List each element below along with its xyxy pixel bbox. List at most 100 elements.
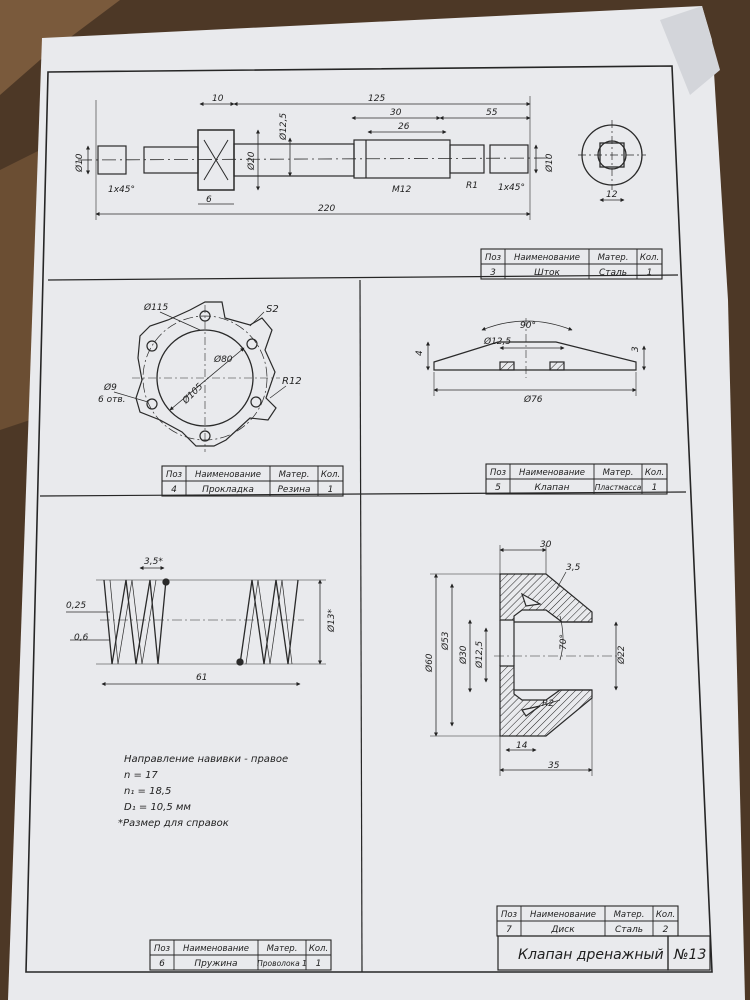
table-header-name: Наименование <box>183 944 249 954</box>
dim-gasket-s2: S2 <box>266 304 279 315</box>
stamp-number: №13 <box>673 947 706 963</box>
dim-disk-d53: Ø53 <box>440 631 451 651</box>
dim-disk-r3-5: 3,5 <box>566 563 581 573</box>
dim-valve-angle: 90° <box>520 321 536 331</box>
table-cell-name: Диск <box>550 925 575 935</box>
dim-stem-30: 30 <box>390 108 402 118</box>
dim-disk-r2: R2 <box>542 699 554 709</box>
dim-spring-025: 0,25 <box>66 601 86 611</box>
stem-end-view <box>578 120 646 202</box>
dim-stem-26: 26 <box>398 122 410 132</box>
dim-valve-d76: Ø76 <box>523 394 543 405</box>
table-header-pos: Поз <box>154 944 171 954</box>
paper-sheet <box>8 6 745 1000</box>
dim-stem-thread: M12 <box>392 185 411 195</box>
dim-disk-d22: Ø22 <box>616 645 627 665</box>
dim-valve-t3: 3 <box>631 346 641 352</box>
table-cell-pos: 3 <box>490 268 496 278</box>
dim-stem-220: 220 <box>318 204 335 214</box>
table-cell-qty: 2 <box>663 925 669 935</box>
table-header-material: Матер. <box>598 253 629 263</box>
dim-disk-angle: 70° <box>559 634 569 650</box>
dim-stem-d10-left: Ø10 <box>74 153 85 173</box>
table-header-material: Матер. <box>267 944 298 954</box>
dim-stem-chamfer-right: 1x45° <box>498 183 525 193</box>
spring-coils-right <box>239 579 299 665</box>
spring-dimensions: 3,5* 0,25 0,6 61 Ø13* <box>66 557 337 683</box>
dim-gasket-r12: R12 <box>282 376 302 387</box>
table-header-material: Матер. <box>279 470 310 480</box>
stamp-title: Клапан дренажный <box>518 947 664 963</box>
table-cell-material: Сталь <box>615 925 643 935</box>
table-cell-name: Клапан <box>535 483 570 493</box>
dim-valve-d12-5: Ø12,5 <box>483 336 511 347</box>
table-header-pos: Поз <box>166 470 183 480</box>
parts-table-4: Поз4НаименованиеПрокладкаМатер.РезинаКол… <box>161 465 344 497</box>
table-header-pos: Поз <box>501 910 518 920</box>
dim-stem-r1: R1 <box>466 181 478 191</box>
dim-stem-chamfer-left: 1x45° <box>108 185 135 195</box>
spring-note-4: D₁ = 10,5 мм <box>124 802 191 813</box>
table-header-qty: Кол. <box>640 253 659 263</box>
table-header-name: Наименование <box>519 468 585 478</box>
stem-right-end <box>489 144 529 174</box>
valve-dimensions: 90° Ø12,5 4 3 Ø76 <box>415 321 641 405</box>
table-cell-qty: 1 <box>316 959 322 969</box>
table-header-material: Матер. <box>603 468 634 478</box>
drawing-frame <box>25 65 713 973</box>
table-cell-material: Сталь <box>599 268 627 278</box>
table-header-name: Наименование <box>514 253 580 263</box>
table-cell-pos: 4 <box>171 485 177 495</box>
table-cell-qty: 1 <box>652 483 658 493</box>
dim-stem-6: 6 <box>206 195 212 205</box>
disk-section-top <box>499 573 593 623</box>
title-block: Клапан дренажный №13 <box>497 935 711 971</box>
disk-drawing <box>430 545 622 776</box>
dim-gasket-d80: Ø80 <box>213 354 233 365</box>
spring-note-1: Направление навивки - правое <box>124 754 288 765</box>
table-cell-name: Шток <box>534 268 560 278</box>
table-header-qty: Кол. <box>309 944 328 954</box>
dim-spring-d13: Ø13* <box>326 608 337 633</box>
stem-shaft-right <box>449 144 485 174</box>
dim-stem-10: 10 <box>212 94 224 104</box>
spring-coils-left <box>103 579 167 665</box>
dim-stem-125: 125 <box>368 94 385 104</box>
dim-stem-d10-right: Ø10 <box>544 153 555 173</box>
table-cell-name: Прокладка <box>202 485 254 495</box>
dim-disk-d60: Ø60 <box>424 653 435 673</box>
dim-disk-d12-5: Ø12,5 <box>474 641 485 669</box>
table-cell-pos: 5 <box>495 483 501 493</box>
dim-spring-pitch: 3,5* <box>144 557 163 567</box>
table-header-qty: Кол. <box>656 910 675 920</box>
dim-disk-35: 35 <box>548 761 560 771</box>
table-cell-name: Пружина <box>194 959 237 969</box>
spring-note-5: *Размер для справок <box>118 818 229 829</box>
table-cell-pos: 7 <box>506 925 512 935</box>
table-cell-material: Проволока 1 <box>257 959 307 968</box>
table-header-pos: Поз <box>490 468 507 478</box>
gasket-outline <box>135 301 277 447</box>
table-header-material: Матер. <box>614 910 645 920</box>
table-cell-qty: 1 <box>328 485 334 495</box>
stem-drawing <box>77 96 549 220</box>
dim-spring-06: 0,6 <box>74 633 89 643</box>
dim-valve-t4: 4 <box>415 350 425 356</box>
table-header-name: Наименование <box>195 470 261 480</box>
dim-disk-14: 14 <box>516 741 528 751</box>
table-header-qty: Кол. <box>645 468 664 478</box>
dim-gasket-d9: Ø9 <box>103 382 117 393</box>
spring-note-2: n = 17 <box>124 770 158 781</box>
dim-gasket-d115: Ø115 <box>143 302 169 313</box>
disk-dimensions: 30 3,5 Ø60 Ø53 Ø30 Ø12,5 70° Ø22 R2 14 3… <box>424 540 627 771</box>
table-cell-qty: 1 <box>647 268 653 278</box>
parts-tables: Поз3НаименованиеШтокМатер.СтальКол.1Поз4… <box>149 248 679 971</box>
dim-disk-d30: Ø30 <box>458 645 469 665</box>
table-cell-material: Пластмасса <box>595 483 642 492</box>
dim-spring-61: 61 <box>196 673 207 683</box>
spring-note-3: n₁ = 18,5 <box>124 786 171 797</box>
